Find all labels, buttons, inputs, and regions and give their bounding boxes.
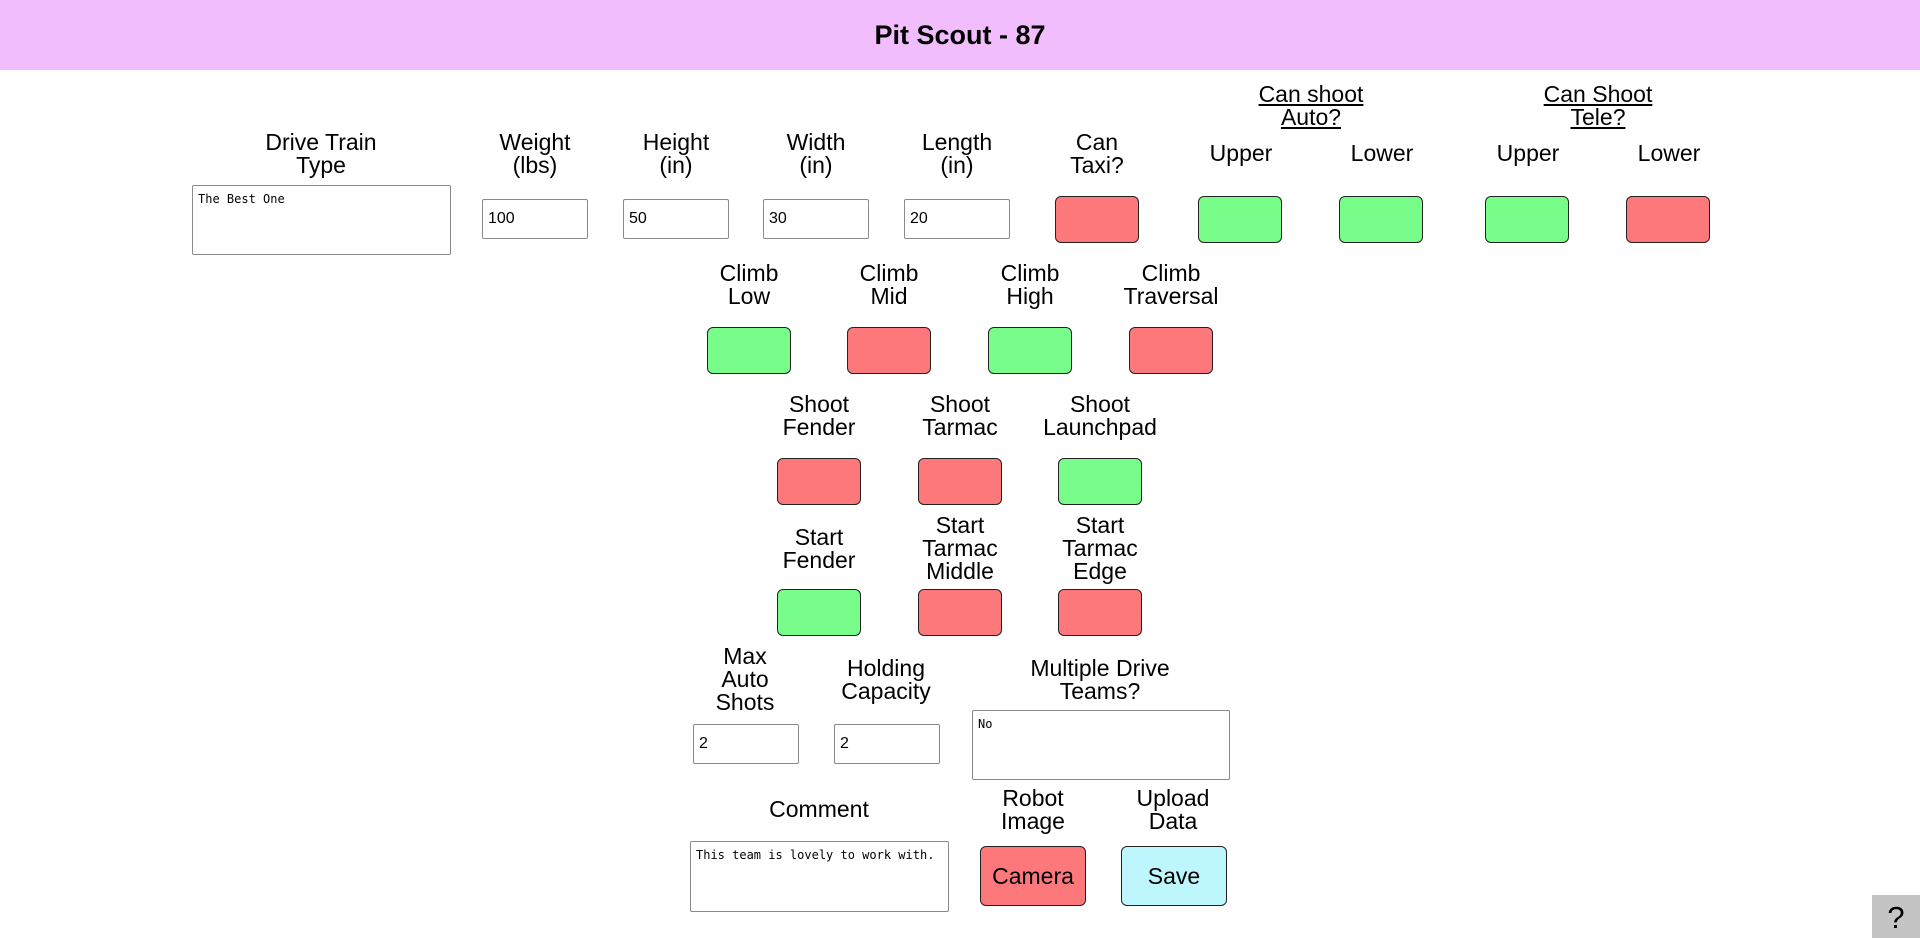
max-auto-shots-label: Max Auto Shots — [715, 643, 775, 715]
climb-low-label: Climb Low — [719, 260, 779, 309]
drive-train-field[interactable]: The Best One — [192, 185, 451, 255]
group-label-tele: Can Shoot Tele? — [1543, 81, 1653, 130]
start-fender-label: Start Fender — [782, 524, 856, 573]
max-auto-shots-input[interactable] — [693, 724, 799, 764]
climb-high-label: Climb High — [1000, 260, 1060, 309]
multiple-drive-teams-label: Multiple Drive Teams? — [1030, 655, 1170, 704]
page-header: Pit Scout - 87 — [0, 0, 1920, 70]
auto-upper-label: Upper — [1209, 140, 1273, 166]
climb-low-toggle[interactable] — [707, 327, 791, 374]
page-title: Pit Scout - 87 — [874, 19, 1046, 50]
shoot-launchpad-label: Shoot Launchpad — [1043, 391, 1157, 440]
start-tarmac-middle-toggle[interactable] — [918, 589, 1002, 636]
climb-traversal-label: Climb Traversal — [1123, 260, 1219, 309]
camera-button[interactable]: Camera — [980, 846, 1086, 906]
holding-capacity-label: Holding Capacity — [841, 655, 931, 704]
height-input[interactable] — [623, 199, 729, 239]
weight-label: Weight (lbs) — [499, 129, 571, 178]
tele-lower-toggle[interactable] — [1626, 196, 1710, 243]
tele-lower-label: Lower — [1637, 140, 1701, 166]
auto-upper-toggle[interactable] — [1198, 196, 1282, 243]
climb-mid-label: Climb Mid — [859, 260, 919, 309]
length-label: Length (in) — [921, 129, 993, 178]
shoot-tarmac-label: Shoot Tarmac — [922, 391, 998, 440]
shoot-launchpad-toggle[interactable] — [1058, 458, 1142, 505]
weight-input[interactable] — [482, 199, 588, 239]
multiple-drive-teams-field[interactable]: No — [972, 710, 1230, 780]
width-input[interactable] — [763, 199, 869, 239]
start-tarmac-middle-label: Start Tarmac Middle — [922, 512, 998, 584]
tele-upper-toggle[interactable] — [1485, 196, 1569, 243]
help-icon: ? — [1887, 900, 1905, 935]
climb-traversal-toggle[interactable] — [1129, 327, 1213, 374]
shoot-fender-label: Shoot Fender — [782, 391, 856, 440]
help-button[interactable]: ? — [1872, 895, 1920, 938]
holding-capacity-input[interactable] — [834, 724, 940, 764]
comment-label: Comment — [769, 796, 869, 822]
drive-train-label: Drive Train Type — [265, 129, 377, 178]
tele-upper-label: Upper — [1496, 140, 1560, 166]
start-tarmac-edge-toggle[interactable] — [1058, 589, 1142, 636]
taxi-label: Can Taxi? — [1070, 129, 1124, 178]
auto-lower-label: Lower — [1350, 140, 1414, 166]
comment-field[interactable]: This team is lovely to work with. — [690, 841, 949, 912]
start-tarmac-edge-label: Start Tarmac Edge — [1062, 512, 1138, 584]
width-label: Width (in) — [786, 129, 846, 178]
shoot-tarmac-toggle[interactable] — [918, 458, 1002, 505]
group-label-auto: Can shoot Auto? — [1258, 81, 1364, 130]
height-label: Height (in) — [642, 129, 710, 178]
shoot-fender-toggle[interactable] — [777, 458, 861, 505]
upload-data-label: Upload Data — [1136, 785, 1210, 834]
climb-mid-toggle[interactable] — [847, 327, 931, 374]
save-button[interactable]: Save — [1121, 846, 1227, 906]
auto-lower-toggle[interactable] — [1339, 196, 1423, 243]
robot-image-label: Robot Image — [1001, 785, 1065, 834]
start-fender-toggle[interactable] — [777, 589, 861, 636]
taxi-toggle[interactable] — [1055, 196, 1139, 243]
length-input[interactable] — [904, 199, 1010, 239]
climb-high-toggle[interactable] — [988, 327, 1072, 374]
